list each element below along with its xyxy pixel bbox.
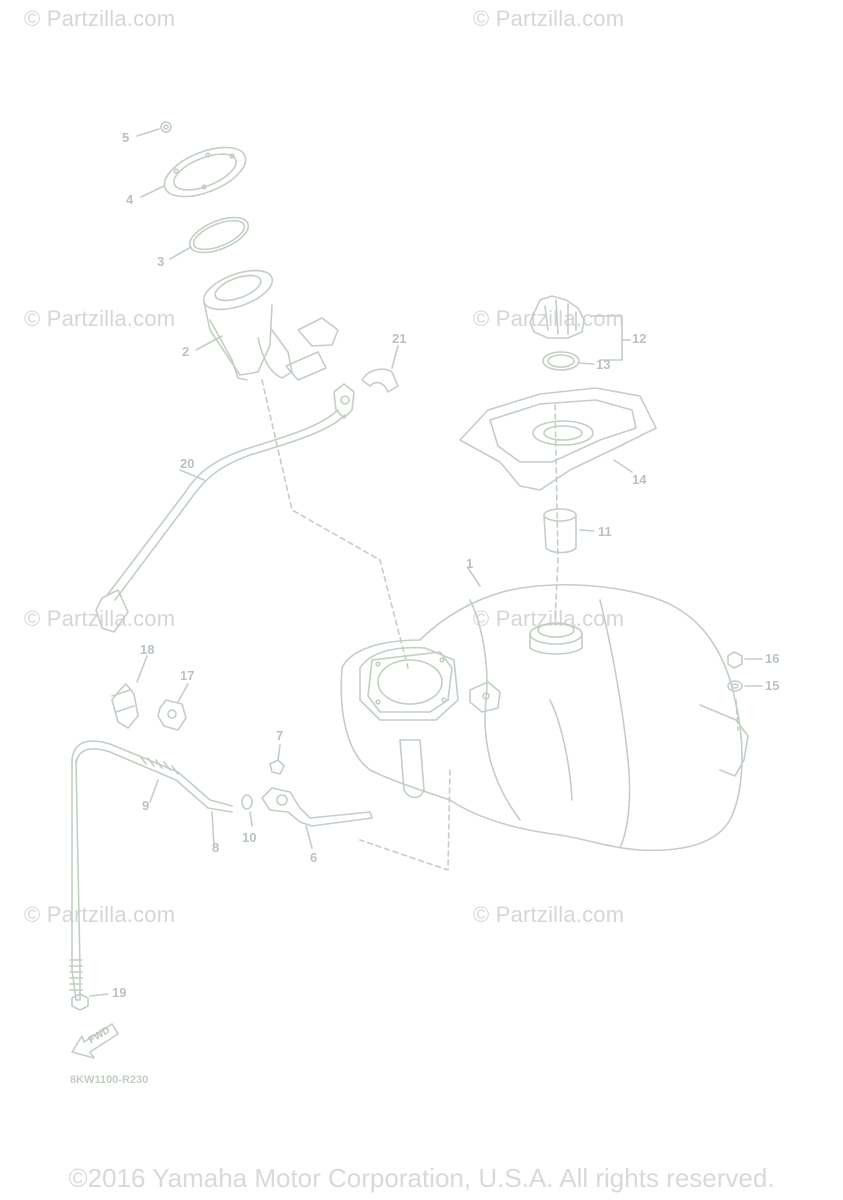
callout-3: 3 bbox=[157, 254, 165, 269]
part-17-clip bbox=[157, 683, 189, 731]
callout-18: 18 bbox=[140, 642, 155, 657]
watermark: © Partzilla.com bbox=[473, 306, 625, 331]
part-11-filler-neck bbox=[543, 508, 595, 554]
callout-4: 4 bbox=[126, 192, 134, 207]
watermark: © Partzilla.com bbox=[473, 6, 625, 31]
part-15-washer bbox=[727, 680, 763, 692]
callout-15: 15 bbox=[765, 678, 780, 693]
callout-5: 5 bbox=[122, 130, 130, 145]
part-7-screw bbox=[269, 744, 285, 775]
callout-6: 6 bbox=[310, 850, 318, 865]
copyright-footer: ©2016 Yamaha Motor Corporation, U.S.A. A… bbox=[68, 1163, 775, 1193]
part-1-fuel-tank bbox=[340, 567, 749, 852]
part-18-clip bbox=[111, 655, 148, 729]
diagram-code: 8KW1100-R230 bbox=[70, 1074, 149, 1086]
part-5-nut bbox=[136, 121, 172, 137]
part-10-clamp bbox=[241, 794, 253, 827]
leader-lines bbox=[261, 379, 739, 871]
callout-9: 9 bbox=[142, 798, 150, 813]
part-3-o-ring bbox=[169, 216, 250, 260]
callout-2: 2 bbox=[182, 344, 190, 359]
callout-17: 17 bbox=[180, 668, 195, 683]
hose-fitting bbox=[333, 383, 355, 419]
callout-19: 19 bbox=[112, 985, 127, 1000]
part-12-fuel-cap bbox=[529, 295, 631, 361]
callout-13: 13 bbox=[596, 357, 611, 372]
part-14-tank-cover bbox=[459, 387, 657, 491]
part-13-gasket bbox=[542, 351, 595, 371]
callout-16: 16 bbox=[765, 651, 780, 666]
part-2-fuel-pump bbox=[195, 269, 339, 381]
watermark: © Partzilla.com bbox=[24, 902, 176, 927]
watermark: © Partzilla.com bbox=[473, 606, 625, 631]
watermark: © Partzilla.com bbox=[24, 306, 176, 331]
watermark: © Partzilla.com bbox=[473, 902, 625, 927]
part-4-ring-plate bbox=[140, 146, 247, 198]
callout-8: 8 bbox=[212, 840, 220, 855]
callout-11: 11 bbox=[598, 524, 612, 539]
callout-12: 12 bbox=[632, 331, 647, 346]
part-16-bolt bbox=[727, 651, 763, 669]
part-19-cap bbox=[71, 993, 109, 1011]
callout-21: 21 bbox=[392, 331, 407, 346]
part-21-clamp bbox=[361, 345, 399, 393]
callout-20: 20 bbox=[180, 456, 195, 471]
part-9-hose bbox=[71, 740, 233, 847]
watermark: © Partzilla.com bbox=[24, 6, 176, 31]
callout-1: 1 bbox=[466, 556, 474, 571]
callout-14: 14 bbox=[632, 472, 647, 487]
callout-7: 7 bbox=[276, 728, 284, 743]
part-6-fuel-cock bbox=[261, 787, 373, 849]
fwd-arrow-icon bbox=[71, 1023, 119, 1059]
part-8-breather-pipe bbox=[69, 759, 83, 1001]
part-20-fuel-hose bbox=[95, 409, 346, 633]
callout-10: 10 bbox=[242, 830, 257, 845]
